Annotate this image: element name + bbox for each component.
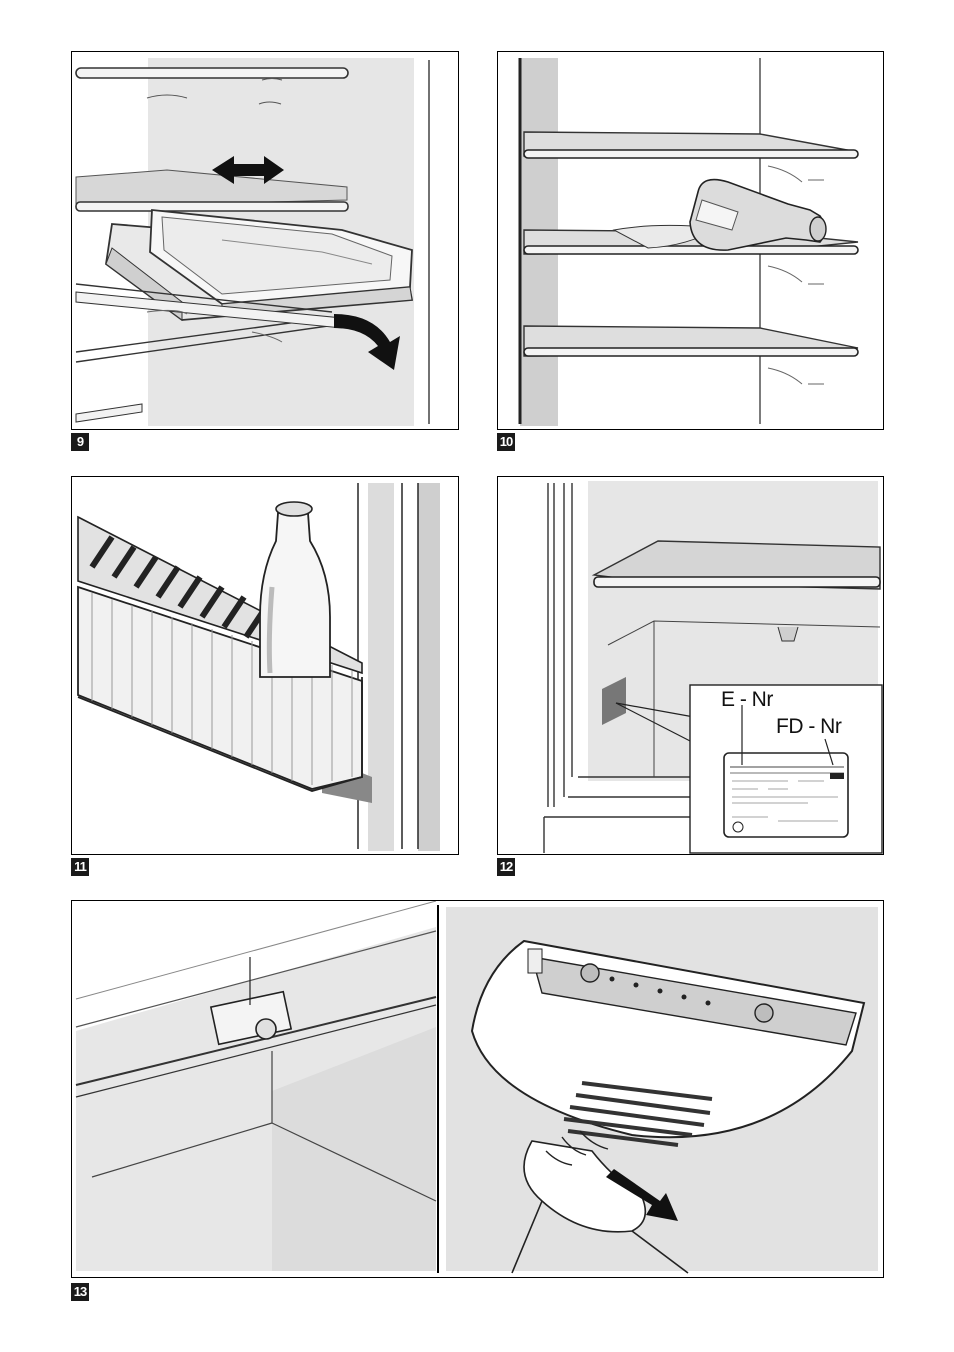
figure-10-panel xyxy=(497,51,884,430)
bottle-in-door xyxy=(260,502,330,677)
figure-13-illustration xyxy=(72,901,883,1277)
figure-12-illustration xyxy=(498,477,883,854)
figure-9-number: 9 xyxy=(71,433,89,451)
figure-12-panel: E - Nr FD - Nr xyxy=(497,476,884,855)
fd-nr-label: FD - Nr xyxy=(776,715,841,739)
door-switch-scene xyxy=(76,901,436,1271)
figure-9-illustration xyxy=(72,52,458,429)
figure-9-panel xyxy=(71,51,459,430)
figure-11-panel xyxy=(71,476,459,855)
figure-10-number: 10 xyxy=(497,433,515,451)
figure-13-number: 13 xyxy=(71,1283,89,1301)
shelf-bottom xyxy=(524,326,858,384)
figure-11-illustration xyxy=(72,477,458,854)
shelf-top xyxy=(524,132,858,182)
figure-12-number: 12 xyxy=(497,858,515,876)
figure-11-number: 11 xyxy=(71,858,89,876)
figure-10-illustration xyxy=(498,52,883,429)
light-cover-scene xyxy=(446,907,878,1273)
e-nr-label: E - Nr xyxy=(721,688,773,712)
wine-bottle xyxy=(690,180,826,251)
figure-13-panel xyxy=(71,900,884,1278)
